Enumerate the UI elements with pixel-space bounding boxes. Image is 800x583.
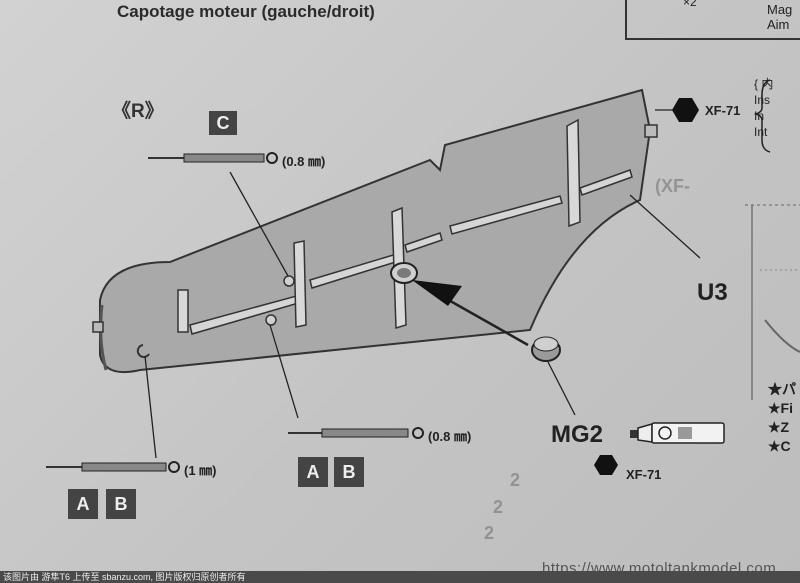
letter-b-box-left: B bbox=[106, 489, 136, 519]
glue-tube-icon bbox=[630, 422, 725, 444]
right-notes: { 内 Ins In Int bbox=[754, 76, 773, 140]
frame-4 bbox=[566, 118, 581, 228]
insert-arrow-head bbox=[412, 280, 462, 306]
drill-bit-left bbox=[46, 461, 180, 473]
magnet-socket-hole bbox=[397, 268, 411, 278]
drill-bit-c bbox=[148, 152, 278, 164]
insert-arrow-line bbox=[444, 296, 529, 347]
star-notes: ★パ ★Fi ★Z ★C bbox=[768, 380, 796, 456]
star-note-2: ★Fi bbox=[768, 400, 793, 416]
hole-c bbox=[283, 275, 295, 287]
paint-code-top: XF-71 bbox=[705, 103, 741, 118]
top-box-count: ×2 bbox=[683, 0, 697, 9]
leader-middle bbox=[269, 324, 299, 419]
side-label: 《R》 bbox=[112, 101, 164, 122]
top-box-text: Mag Aim bbox=[767, 2, 792, 32]
leader-mg2 bbox=[547, 361, 576, 416]
leader-left bbox=[144, 355, 157, 459]
frame-2 bbox=[293, 240, 307, 328]
right-brace bbox=[753, 79, 771, 153]
rib-3 bbox=[404, 232, 443, 253]
footer-text: 该图片由 游隼T6 上传至 sbanzu.com, 图片版权归原创者所有 bbox=[3, 572, 246, 582]
paint-hex-top-icon bbox=[672, 98, 699, 122]
hole-middle bbox=[265, 314, 277, 326]
letter-b-box-middle: B bbox=[334, 457, 364, 487]
rib-4 bbox=[449, 195, 563, 235]
letter-c-box: C bbox=[209, 111, 237, 135]
right-note-1: { 内 bbox=[754, 77, 774, 91]
leader-c bbox=[229, 171, 289, 277]
star-note-3: ★Z bbox=[768, 419, 790, 435]
faded-text-4: 2 bbox=[484, 523, 495, 543]
faded-text-3: 2 bbox=[493, 497, 504, 517]
rib-5 bbox=[579, 169, 633, 196]
leader-u3 bbox=[629, 194, 701, 259]
top-info-box: ×2 Mag Aim bbox=[625, 0, 800, 40]
paint-hex-bottom-icon bbox=[594, 455, 618, 475]
hole-left bbox=[136, 344, 150, 358]
drill-size-left: (1 ㎜) bbox=[184, 463, 217, 478]
top-box-line2: Aim bbox=[767, 17, 790, 32]
right-note-3: In bbox=[754, 109, 765, 123]
drill-size-middle: (0.8 ㎜) bbox=[428, 429, 472, 444]
letter-a-box-left: A bbox=[68, 489, 98, 519]
cowling-front-edge bbox=[99, 304, 108, 371]
star-note-1: ★パ bbox=[768, 381, 796, 397]
paint-code-bottom: XF-71 bbox=[626, 467, 662, 482]
faded-text-2: 2 bbox=[510, 470, 521, 490]
letter-a-box-middle: A bbox=[298, 457, 328, 487]
right-note-2: Ins bbox=[754, 93, 771, 107]
frame-1 bbox=[177, 289, 189, 333]
top-box-line1: Mag bbox=[767, 2, 793, 17]
part-label-u3: U3 bbox=[697, 279, 728, 306]
footer-bar: 该图片由 游隼T6 上传至 sbanzu.com, 图片版权归原创者所有 bbox=[0, 571, 800, 583]
right-panel-curve bbox=[764, 319, 800, 353]
front-tab bbox=[92, 321, 104, 333]
magnet-mg2-top bbox=[533, 336, 559, 352]
top-tab bbox=[644, 124, 658, 138]
page-title: Capotage moteur (gauche/droit) bbox=[117, 2, 375, 21]
star-note-4: ★C bbox=[768, 438, 791, 454]
part-label-mg2: MG2 bbox=[551, 421, 604, 448]
faded-text-1: (XF- bbox=[655, 176, 690, 196]
cowling-panel-u3 bbox=[99, 88, 652, 374]
drill-size-c: (0.8 ㎜) bbox=[282, 154, 326, 169]
right-note-4: Int bbox=[754, 125, 768, 139]
drill-bit-middle bbox=[288, 427, 424, 439]
